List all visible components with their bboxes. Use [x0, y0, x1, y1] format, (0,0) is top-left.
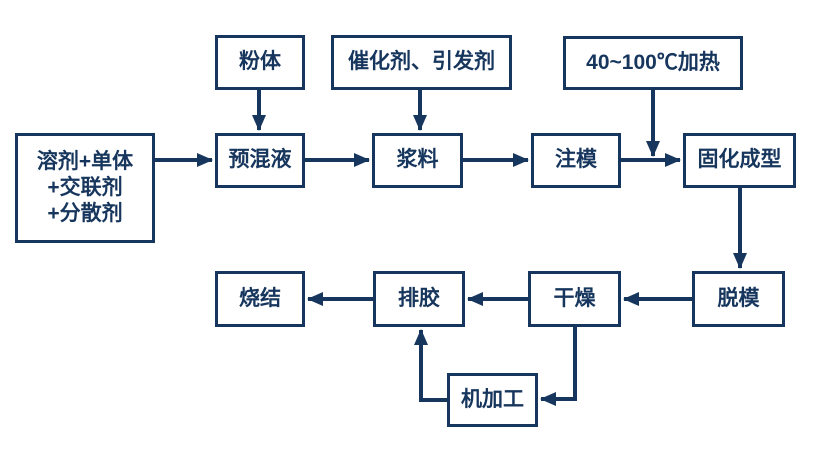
node-powder: 粉体: [215, 35, 305, 90]
node-slurry: 浆料: [372, 133, 463, 188]
node-machining-label: 机加工: [461, 387, 524, 411]
node-premix-label: 预混液: [228, 148, 292, 172]
node-solvent-mixture: 溶剂+单体 +交联剂 +分散剂: [15, 133, 155, 243]
node-curing-forming-label: 固化成型: [697, 148, 782, 172]
node-premix: 预混液: [215, 133, 305, 188]
node-curing-forming: 固化成型: [683, 133, 796, 188]
node-sintering: 烧结: [215, 271, 305, 327]
node-heating: 40~100℃加热: [563, 36, 743, 90]
node-demolding: 脱模: [692, 271, 785, 327]
node-drying: 干燥: [528, 271, 621, 327]
node-slurry-label: 浆料: [396, 148, 439, 172]
node-heating-label: 40~100℃加热: [586, 50, 720, 74]
node-drying-label: 干燥: [553, 286, 596, 310]
node-machining: 机加工: [447, 373, 538, 427]
node-sintering-label: 烧结: [239, 286, 281, 310]
node-powder-label: 粉体: [239, 50, 281, 74]
node-mold-injection: 注模: [531, 133, 621, 188]
node-mold-injection-label: 注模: [555, 148, 597, 172]
node-debinding: 排胶: [373, 271, 465, 327]
node-solvent-mixture-label: 溶剂+单体 +交联剂 +分散剂: [36, 149, 134, 226]
node-catalyst-initiator-label: 催化剂、引发剂: [348, 50, 495, 74]
arrow-drying-to-machining: [540, 327, 577, 406]
node-debinding-label: 排胶: [398, 286, 440, 310]
node-demolding-label: 脱模: [717, 286, 760, 310]
arrow-machining-to-debinding: [414, 329, 447, 402]
node-catalyst-initiator: 催化剂、引发剂: [331, 35, 512, 90]
